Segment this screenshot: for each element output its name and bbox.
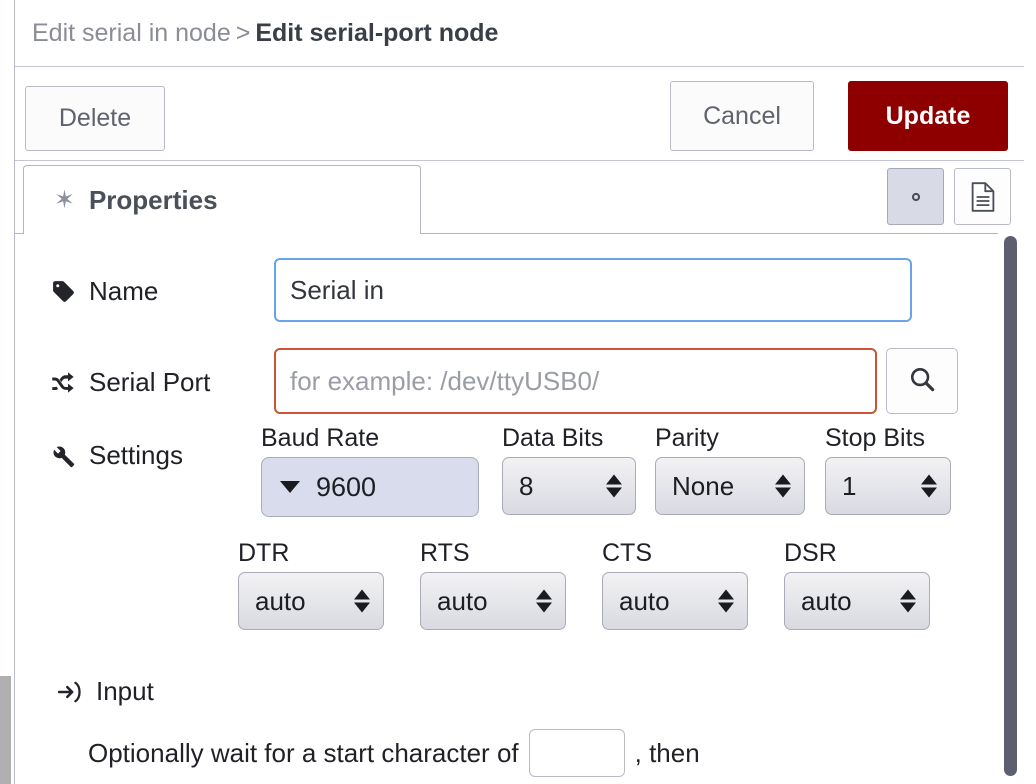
field-cts: CTS auto bbox=[602, 541, 748, 630]
rts-label: RTS bbox=[420, 539, 470, 567]
chevron-down-icon bbox=[280, 481, 300, 493]
tab-icon-buttons bbox=[887, 168, 1011, 225]
delete-button[interactable]: Delete bbox=[25, 86, 165, 151]
baud-rate-label: Baud Rate bbox=[261, 424, 380, 452]
dialog-toolbar: Delete Cancel Update bbox=[15, 67, 1024, 161]
description-view-button[interactable] bbox=[954, 168, 1011, 225]
dsr-select[interactable]: auto bbox=[784, 572, 930, 630]
row-name: Name bbox=[15, 258, 1024, 324]
name-input[interactable] bbox=[274, 258, 912, 322]
shuffle-icon bbox=[48, 370, 78, 395]
stop-bits-label: Stop Bits bbox=[825, 424, 926, 452]
stop-bits-select[interactable]: 1 bbox=[825, 457, 951, 515]
field-data-bits: Data Bits 8 bbox=[502, 426, 636, 515]
settings-label-text: Settings bbox=[89, 440, 183, 470]
rts-select[interactable]: auto bbox=[420, 572, 566, 630]
parity-value: None bbox=[672, 471, 735, 501]
sign-in-icon bbox=[55, 680, 85, 704]
parity-label: Parity bbox=[655, 424, 719, 452]
breadcrumb-current: Edit serial-port node bbox=[255, 18, 499, 47]
cancel-button[interactable]: Cancel bbox=[670, 81, 814, 151]
spinner-icon bbox=[775, 474, 791, 498]
rts-value: auto bbox=[437, 586, 488, 616]
field-stop-bits: Stop Bits 1 bbox=[825, 426, 951, 515]
dsr-value: auto bbox=[801, 586, 852, 616]
cts-select[interactable]: auto bbox=[602, 572, 748, 630]
field-dsr: DSR auto bbox=[784, 541, 930, 630]
edit-dialog-panel: Edit serial in node>Edit serial-port nod… bbox=[14, 0, 1024, 784]
spinner-icon bbox=[354, 589, 370, 613]
spinner-icon bbox=[921, 474, 937, 498]
dtr-label: DTR bbox=[238, 539, 290, 567]
baud-rate-combo[interactable]: 9600 bbox=[261, 457, 479, 517]
gear-icon bbox=[902, 183, 930, 211]
serial-port-label: Serial Port bbox=[48, 369, 210, 395]
workspace-gutter bbox=[0, 676, 11, 784]
dtr-value: auto bbox=[255, 586, 306, 616]
input-section-label-text: Input bbox=[96, 676, 154, 706]
field-rts: RTS auto bbox=[420, 541, 566, 630]
scrollbar-thumb[interactable] bbox=[1004, 236, 1017, 776]
start-character-input[interactable] bbox=[528, 729, 625, 777]
tag-icon bbox=[48, 279, 78, 304]
breadcrumb-separator: > bbox=[235, 18, 251, 47]
serial-port-input[interactable] bbox=[274, 348, 877, 414]
row-serial-port: Serial Port bbox=[15, 348, 1024, 416]
input-section-label: Input bbox=[55, 676, 154, 707]
spinner-icon bbox=[536, 589, 552, 613]
settings-label: Settings bbox=[48, 440, 183, 471]
spinner-icon bbox=[606, 474, 622, 498]
wrench-icon bbox=[48, 443, 78, 469]
start-character-text-before: Optionally wait for a start character of bbox=[88, 737, 519, 768]
parity-select[interactable]: None bbox=[655, 457, 805, 515]
data-bits-label: Data Bits bbox=[502, 424, 604, 452]
baud-rate-value: 9600 bbox=[316, 471, 377, 502]
data-bits-value: 8 bbox=[519, 471, 534, 501]
start-character-text-after: , then bbox=[634, 737, 700, 768]
field-dtr: DTR auto bbox=[238, 541, 384, 630]
serial-port-search-button[interactable] bbox=[886, 348, 958, 414]
cts-value: auto bbox=[619, 586, 670, 616]
field-baud-rate: Baud Rate 9600 bbox=[261, 426, 479, 517]
dialog-header: Edit serial in node>Edit serial-port nod… bbox=[15, 0, 1024, 67]
name-label: Name bbox=[48, 278, 158, 304]
breadcrumb-parent[interactable]: Edit serial in node bbox=[32, 18, 231, 47]
dsr-label: DSR bbox=[784, 539, 837, 567]
spinner-icon bbox=[718, 589, 734, 613]
dialog-body: Name Serial Port bbox=[15, 234, 1024, 783]
search-icon bbox=[907, 364, 937, 399]
gear-icon: ✶ bbox=[54, 185, 75, 214]
data-bits-select[interactable]: 8 bbox=[502, 457, 636, 515]
update-button[interactable]: Update bbox=[848, 81, 1008, 151]
tab-properties[interactable]: ✶ Properties bbox=[23, 165, 421, 234]
description-icon bbox=[970, 181, 996, 212]
stop-bits-value: 1 bbox=[842, 471, 857, 501]
cts-label: CTS bbox=[602, 539, 652, 567]
dtr-select[interactable]: auto bbox=[238, 572, 384, 630]
name-label-text: Name bbox=[89, 276, 159, 306]
tab-properties-label: Properties bbox=[88, 184, 218, 215]
vertical-scrollbar[interactable] bbox=[998, 232, 1024, 784]
serial-port-label-text: Serial Port bbox=[89, 367, 211, 397]
field-parity: Parity None bbox=[655, 426, 805, 515]
start-character-row: Optionally wait for a start character of… bbox=[88, 729, 700, 777]
breadcrumb: Edit serial in node>Edit serial-port nod… bbox=[32, 19, 498, 48]
properties-view-button[interactable] bbox=[887, 168, 944, 225]
tab-bar: ✶ Properties bbox=[15, 161, 1024, 234]
spinner-icon bbox=[900, 589, 916, 613]
